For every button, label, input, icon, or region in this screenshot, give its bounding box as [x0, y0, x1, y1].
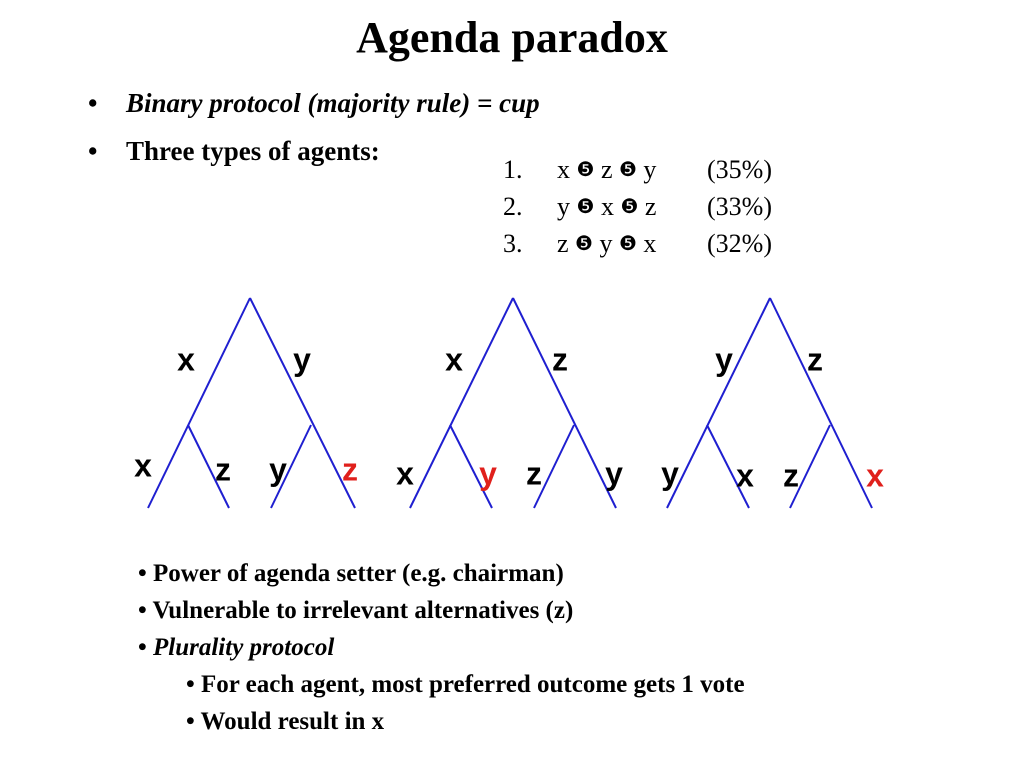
preference-share: (33%) [707, 192, 772, 221]
bullet-dot: • [88, 88, 98, 118]
tree-edge [666, 297, 771, 509]
bullet-dot: • [88, 136, 98, 166]
tree-edge [409, 297, 514, 509]
preference-symbol: ❺ [620, 196, 639, 218]
preference-symbol: ❺ [575, 233, 593, 255]
bullet-text: Three types of agents: [126, 136, 380, 166]
tree-edge [249, 297, 356, 509]
note-item: • Would result in x [186, 708, 385, 735]
tree-edge [706, 424, 750, 509]
tree-leaf-label: z [526, 455, 542, 491]
tree-top-label: x [445, 341, 463, 377]
preference-row-3: 3. z ❺ y ❺ x (32%) [503, 229, 772, 259]
tree-edge [512, 297, 617, 509]
preference-symbol: ❺ [576, 159, 595, 181]
preference-row-2: 2. y ❺ x ❺ z (33%) [503, 192, 772, 222]
tree-leaf-label: x [396, 455, 414, 491]
tree-edge [187, 424, 230, 509]
tree-leaf-label: y [269, 451, 287, 487]
preference-number: 1. [503, 155, 523, 184]
bullet-binary-protocol: • Binary protocol (majority rule) = cup [88, 88, 540, 119]
preference-symbol: ❺ [618, 159, 637, 181]
tree-leaf-label: y [661, 455, 679, 491]
tree-leaf-label: z [783, 457, 799, 493]
note-item: • For each agent, most preferred outcome… [186, 671, 745, 698]
tree-edge [769, 297, 873, 509]
tree-leaf-label: z [215, 451, 231, 487]
preference-order: x ❺ z ❺ y [557, 155, 657, 184]
note-item: • Vulnerable to irrelevant alternatives … [138, 597, 574, 624]
tree-leaf-label: x [736, 457, 754, 493]
preference-number: 2. [503, 192, 523, 221]
notes-list: • Power of agenda setter (e.g. chairman)… [138, 555, 745, 740]
tree-edge [533, 424, 575, 509]
tree-edge [789, 424, 831, 509]
preference-share: (35%) [707, 155, 772, 184]
tree-winner-label: z [342, 451, 358, 487]
preference-symbol: ❺ [618, 233, 637, 255]
bullet-text: Binary protocol (majority rule) = cup [126, 88, 540, 118]
tree-top-label: y [293, 341, 311, 377]
tree-top-label: z [552, 341, 568, 377]
tree-top-label: z [807, 341, 823, 377]
preference-share: (32%) [707, 229, 772, 258]
tree-winner-label: x [866, 457, 884, 493]
tree-leaf-label: x [134, 447, 152, 483]
tree-edge [270, 424, 312, 509]
tree-top-label: y [715, 341, 733, 377]
tree-edge [449, 424, 493, 509]
preference-symbol: ❺ [576, 196, 595, 218]
note-item: • Plurality protocol [138, 634, 335, 661]
page-title: Agenda paradox [356, 13, 668, 62]
tree-top-label: x [177, 341, 195, 377]
preference-row-1: 1. x ❺ z ❺ y (35%) [503, 155, 772, 185]
tree-edge [147, 297, 251, 509]
preference-number: 3. [503, 229, 523, 258]
tree-winner-label: y [479, 455, 497, 491]
bullet-agent-types: • Three types of agents: [88, 136, 380, 167]
preference-order: z ❺ y ❺ x [557, 229, 657, 258]
note-item: • Power of agenda setter (e.g. chairman) [138, 560, 564, 587]
preference-order: y ❺ x ❺ z [557, 192, 657, 221]
tree-leaf-label: y [605, 455, 623, 491]
